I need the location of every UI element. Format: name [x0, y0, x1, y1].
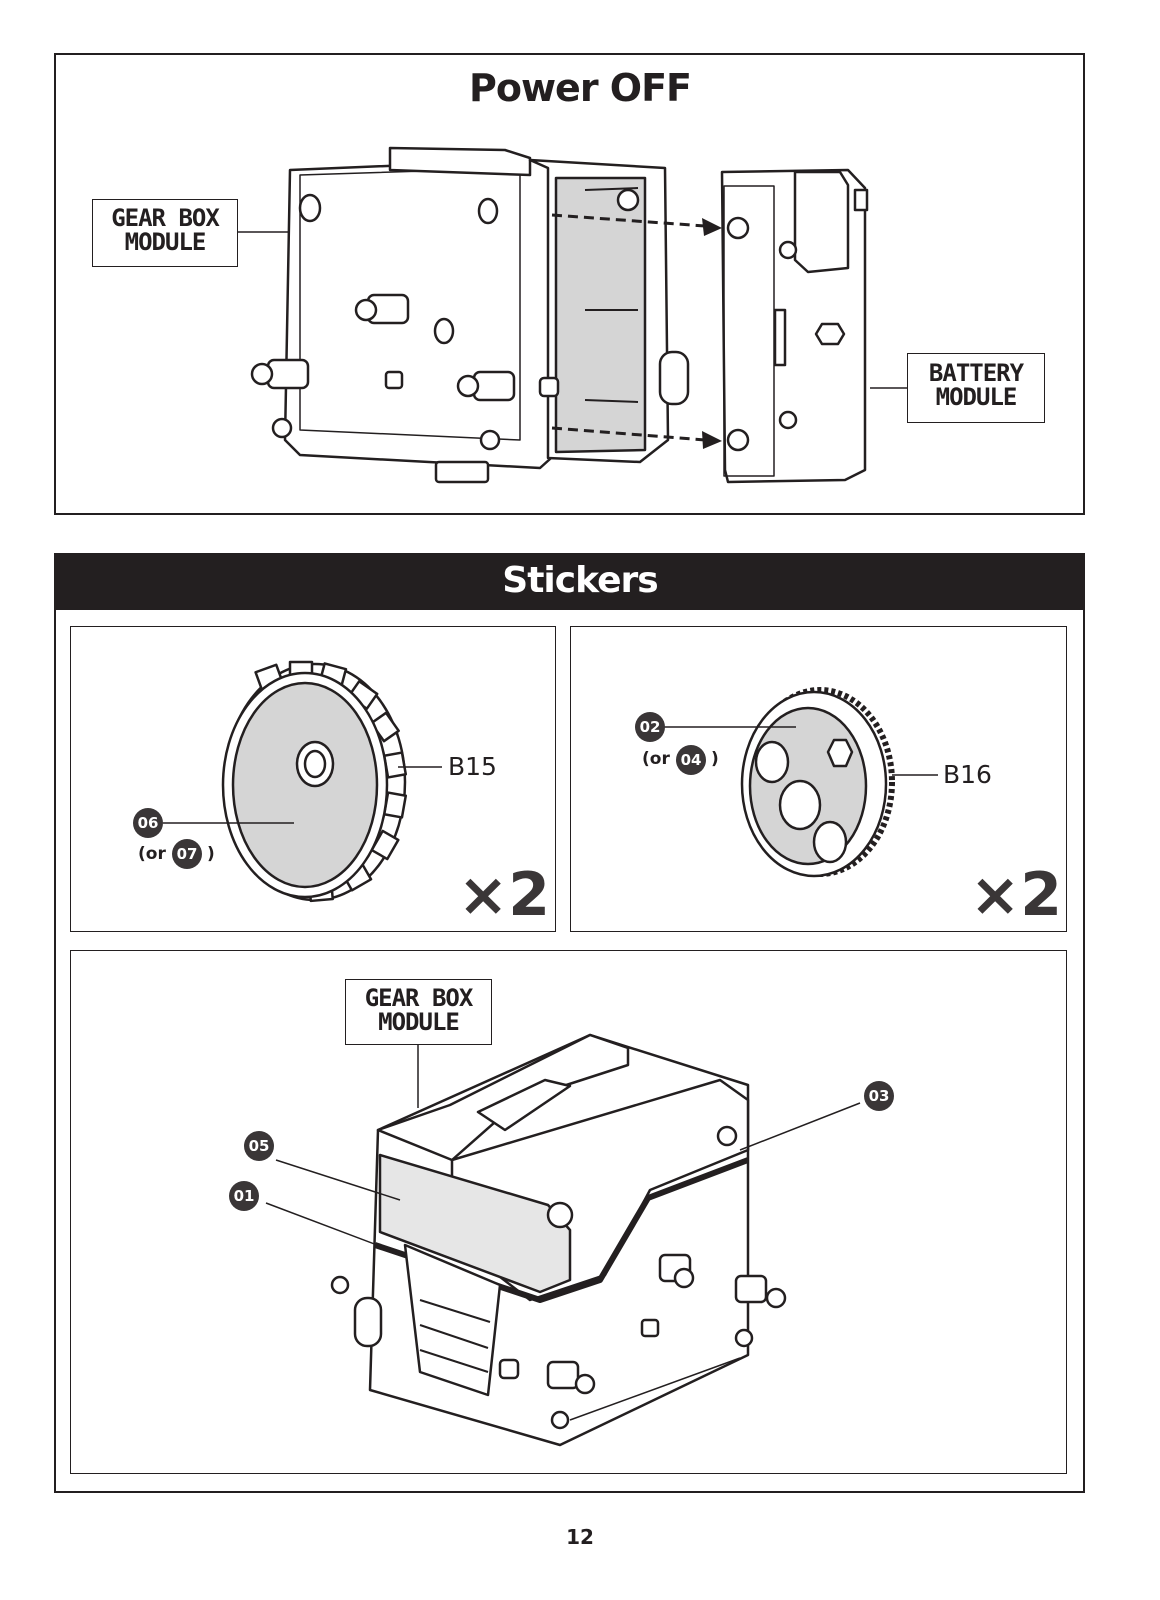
multiplier-b16: ×2 — [970, 860, 1063, 930]
battery-module-label: BATTERY MODULE — [907, 353, 1045, 423]
sticker-callout-02: 02 — [635, 712, 665, 742]
sticker-callout-06: 06 — [133, 808, 163, 838]
battery-label-line1: BATTERY — [928, 359, 1024, 387]
sticker-alt-suffix-b15: ) — [207, 844, 215, 864]
power-off-title: Power OFF — [468, 66, 692, 110]
battery-label-line2: MODULE — [935, 383, 1018, 411]
page-number: 12 — [566, 1525, 594, 1549]
gearbox-bottom-line1: GEAR BOX — [364, 984, 474, 1012]
sticker-callout-04: 04 — [676, 745, 706, 775]
part-code-b15: B15 — [448, 752, 497, 781]
gearbox-label-line1: GEAR BOX — [111, 204, 220, 232]
sticker-alt-suffix-b16: ) — [711, 749, 719, 769]
gearbox-label-line2: MODULE — [124, 228, 207, 256]
sticker-alt-prefix-b15: (or — [138, 844, 166, 864]
sticker-callout-07: 07 — [172, 839, 202, 869]
sticker-alt-prefix-b16: (or — [642, 749, 670, 769]
sticker-callout-01: 01 — [229, 1181, 259, 1211]
gearbox-module-label-top: GEAR BOX MODULE — [92, 199, 238, 267]
sticker-callout-03: 03 — [864, 1081, 894, 1111]
part-code-b16: B16 — [943, 760, 992, 789]
gearbox-module-label-bottom: GEAR BOX MODULE — [345, 979, 492, 1045]
stickers-title: Stickers — [502, 560, 658, 601]
sticker-callout-05: 05 — [244, 1131, 274, 1161]
stickers-header-bar — [54, 553, 1085, 610]
multiplier-b15: ×2 — [458, 860, 551, 930]
gearbox-bottom-line2: MODULE — [378, 1008, 460, 1036]
